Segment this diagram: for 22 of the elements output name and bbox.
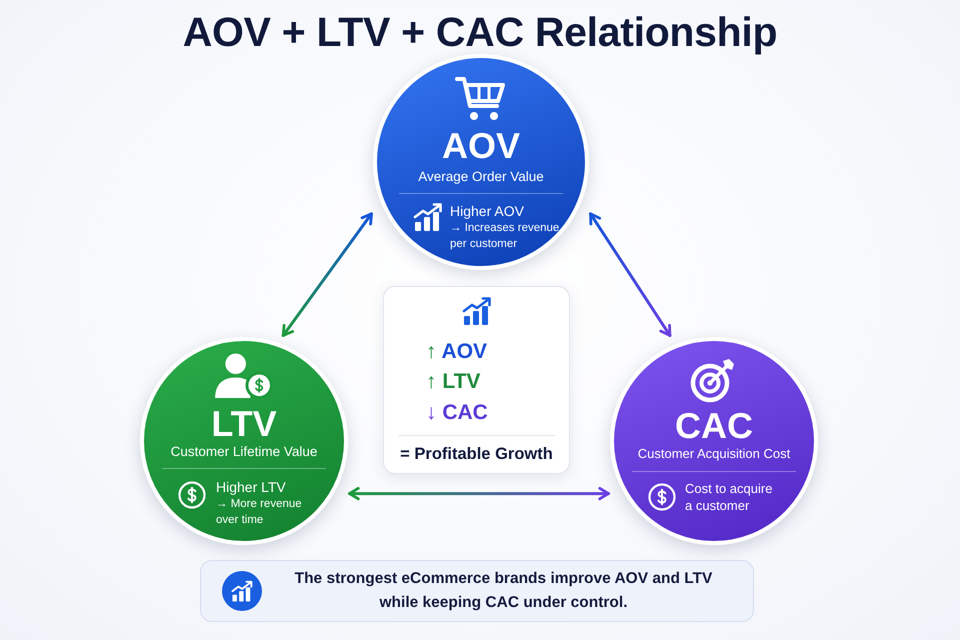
benefit-heading: Higher LTV xyxy=(216,478,287,496)
metric-trend: ↑ AOV xyxy=(426,339,488,365)
metric-name: Customer Lifetime Value xyxy=(170,443,318,460)
metric-abbreviation: CAC xyxy=(674,406,754,446)
double-headed-arrow xyxy=(589,212,672,337)
metric-abbreviation: LTV xyxy=(210,404,278,444)
diagram-title: AOV + LTV + CAC Relationship xyxy=(182,8,778,57)
metric-trend: ↑ LTV xyxy=(426,369,482,395)
summary-text: The strongest eCommerce brands improve AOV and LTV while keeping CAC under control. xyxy=(294,568,714,612)
double-headed-arrow xyxy=(282,212,373,337)
metric-name: Average Order Value xyxy=(417,168,545,185)
double-headed-arrow xyxy=(348,486,610,500)
benefit-text: Cost to acquire a customer xyxy=(685,480,774,514)
benefit-text: → Increases revenue per customer xyxy=(450,221,560,252)
benefit-text: → More revenue over time xyxy=(216,497,303,528)
callout-banner xyxy=(200,560,754,622)
result-text: = Profitable Growth xyxy=(399,444,554,465)
benefit-heading: Higher AOV xyxy=(450,202,525,220)
metric-abbreviation: AOV xyxy=(440,126,521,166)
summary-card xyxy=(383,286,570,474)
metric-name: Customer Acquisition Cost xyxy=(636,445,792,462)
metric-trend: ↓ CAC xyxy=(426,400,489,426)
